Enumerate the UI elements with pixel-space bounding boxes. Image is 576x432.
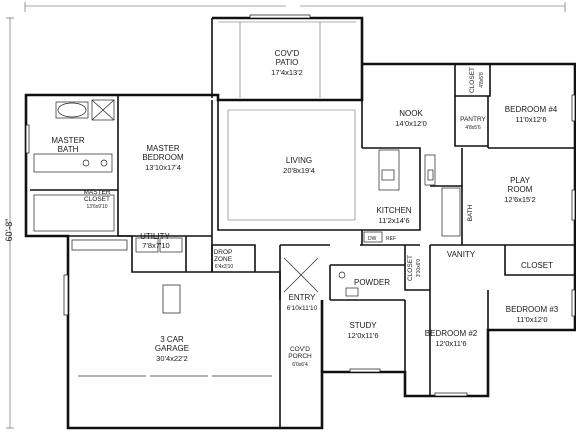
room-dimension: 6'10x11'10	[287, 305, 318, 312]
room-dimension: 12'0x11'6	[435, 339, 466, 348]
patio-beams	[218, 21, 356, 221]
room-name: STUDY	[349, 321, 377, 330]
room-master-bath: MASTER BATH	[51, 136, 85, 154]
room-name: ROOM	[508, 185, 533, 194]
room-dimension: 17'4x13'2	[271, 68, 303, 77]
room-dimension: 12'0x11'6	[347, 331, 378, 340]
room-name: COV'D	[275, 49, 300, 58]
room-dimension: 13'10x17'4	[145, 163, 181, 172]
room-name: 3 CAR	[160, 335, 184, 344]
room-dimension: 14'0x12'0	[395, 119, 427, 128]
room-closet-hall: CLOSET 3'10x6'0	[407, 255, 422, 281]
garage-doors	[71, 239, 272, 377]
room-study: STUDY 12'0x11'6	[347, 321, 378, 340]
room-name: MASTER	[83, 189, 110, 196]
room-vanity: VANITY	[447, 250, 476, 259]
room-closet-top: CLOSET 4'8x5'8	[469, 67, 485, 93]
room-name: BATH	[58, 145, 79, 154]
room-master-bedroom: MASTER BEDROOM 13'10x17'4	[142, 144, 184, 172]
room-name: UTILITY	[140, 232, 170, 241]
room-name: CLOSET	[84, 196, 110, 203]
refrigerator-label: REF	[386, 236, 396, 242]
room-dimension: 12'6x15'2	[504, 195, 536, 204]
fixtures	[33, 99, 461, 297]
room-name: CLOSET	[469, 67, 476, 93]
room-name: BEDROOM #3	[506, 305, 559, 314]
room-kitchen: KITCHEN 11'2x14'6	[376, 206, 411, 225]
room-living: LIVING 20'8x19'4	[283, 156, 315, 175]
room-name: DROP	[214, 249, 233, 256]
room-dimension: 11'2x14'6	[378, 216, 409, 225]
window-marks	[25, 14, 576, 397]
room-name: ZONE	[214, 256, 233, 263]
room-name: BEDROOM #2	[425, 329, 478, 338]
room-bedroom2: BEDROOM #2 12'0x11'6	[425, 329, 478, 348]
room-name: COV'D	[290, 346, 310, 353]
dishwasher-label: DW	[368, 236, 377, 242]
room-drop-zone: DROP ZONE 6'4x3'10	[214, 249, 234, 270]
room-utility: UTILITY 7'8x7'10	[140, 232, 170, 250]
room-name: GARAGE	[155, 344, 189, 353]
room-dimension: 11'0x12'6	[515, 115, 546, 124]
room-dimension: 7'8x7'10	[142, 241, 169, 250]
room-name: POWDER	[354, 278, 390, 287]
room-dimension: 11'0x12'0	[516, 315, 547, 324]
room-name: BEDROOM #4	[505, 105, 558, 114]
room-name: NOOK	[399, 109, 423, 118]
room-dimension: 6'0x6'4	[292, 362, 308, 368]
room-bedroom4: BEDROOM #4 11'0x12'6	[505, 105, 558, 124]
room-name: VANITY	[447, 250, 476, 259]
room-name: BATH	[467, 204, 474, 221]
room-name: MASTER	[51, 136, 85, 145]
room-nook: NOOK 14'0x12'0	[395, 109, 427, 128]
room-name: MASTER	[146, 144, 180, 153]
room-name: PANTRY	[460, 116, 486, 123]
room-name: KITCHEN	[376, 206, 411, 215]
room-dimension: 20'8x19'4	[283, 166, 315, 175]
room-dimension: 3'10x6'0	[416, 259, 422, 278]
room-entry: ENTRY 6'10x11'10	[287, 293, 318, 312]
room-dimension: 30'4x22'2	[156, 354, 188, 363]
interior-walls	[30, 18, 575, 428]
room-name: CLOSET	[521, 261, 553, 270]
room-dimension: 4'8x5'6	[465, 125, 481, 131]
room-name: LIVING	[286, 156, 312, 165]
room-name: PORCH	[288, 353, 312, 360]
room-dimension: 6'4x3'10	[215, 264, 234, 270]
room-pantry: PANTRY 4'8x5'6	[460, 116, 486, 131]
room-play-room: PLAY ROOM 12'6x15'2	[504, 176, 536, 204]
room-name: ENTRY	[289, 293, 317, 302]
room-closet-br3: CLOSET	[521, 261, 553, 270]
room-name: PLAY	[510, 176, 531, 185]
room-bedroom3: BEDROOM #3 11'0x12'0	[506, 305, 559, 324]
room-name: CLOSET	[407, 255, 414, 281]
room-bath: BATH	[467, 204, 474, 221]
overall-side-dimension: 60'-8"	[4, 219, 14, 242]
room-powder: POWDER	[354, 278, 390, 287]
room-patio: COV'D PATIO 17'4x13'2	[271, 49, 303, 77]
room-master-closet: MASTER CLOSET 13'6x9'10	[83, 189, 110, 210]
room-dimension: 13'6x9'10	[86, 204, 107, 210]
room-porch: COV'D PORCH 6'0x6'4	[288, 346, 312, 368]
room-dimension: 4'8x5'8	[479, 72, 485, 88]
room-name: BEDROOM	[142, 153, 184, 162]
room-garage: 3 CAR GARAGE 30'4x22'2	[155, 335, 189, 363]
room-name: PATIO	[276, 58, 299, 67]
